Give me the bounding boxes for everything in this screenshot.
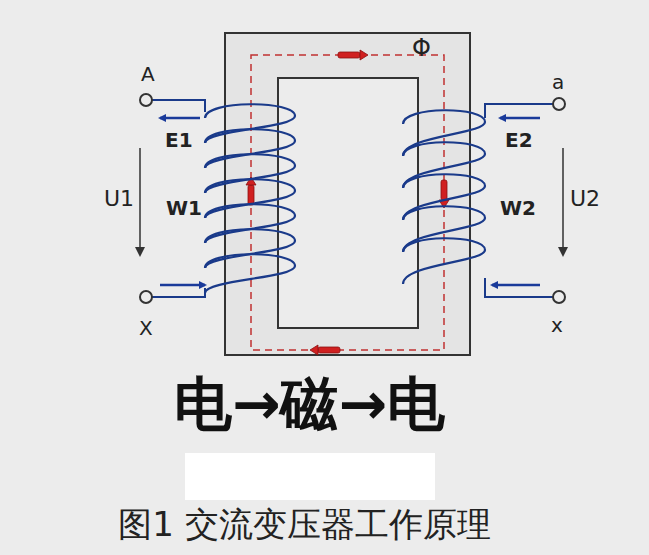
- principle-text: 电→磁→电: [174, 375, 445, 433]
- transformer-core: [225, 33, 470, 355]
- terminal-label: X: [139, 318, 153, 338]
- flux-arrows: [246, 50, 449, 355]
- figure-caption: 图1 交流变压器工作原理: [118, 507, 490, 541]
- terminal-label: E1: [165, 130, 193, 150]
- terminals: [140, 94, 565, 303]
- terminal-label: a: [552, 72, 564, 92]
- terminal-label: x: [551, 315, 563, 335]
- terminal-label: A: [141, 64, 155, 84]
- flux-path: [251, 55, 444, 350]
- coil-windings: [205, 104, 485, 293]
- terminal-leads: [152, 100, 553, 297]
- terminal-label: W2: [500, 198, 536, 218]
- terminal-label: U1: [104, 188, 134, 210]
- terminal-label: E2: [505, 130, 533, 150]
- emf-current-arrows: [160, 118, 540, 285]
- flux-symbol: Φ: [412, 36, 431, 60]
- terminal-label: U2: [570, 188, 600, 210]
- voltage-arrows: [140, 148, 563, 252]
- terminal-label: W1: [166, 198, 202, 218]
- core-window: [278, 78, 418, 328]
- blank-patch: [185, 453, 435, 500]
